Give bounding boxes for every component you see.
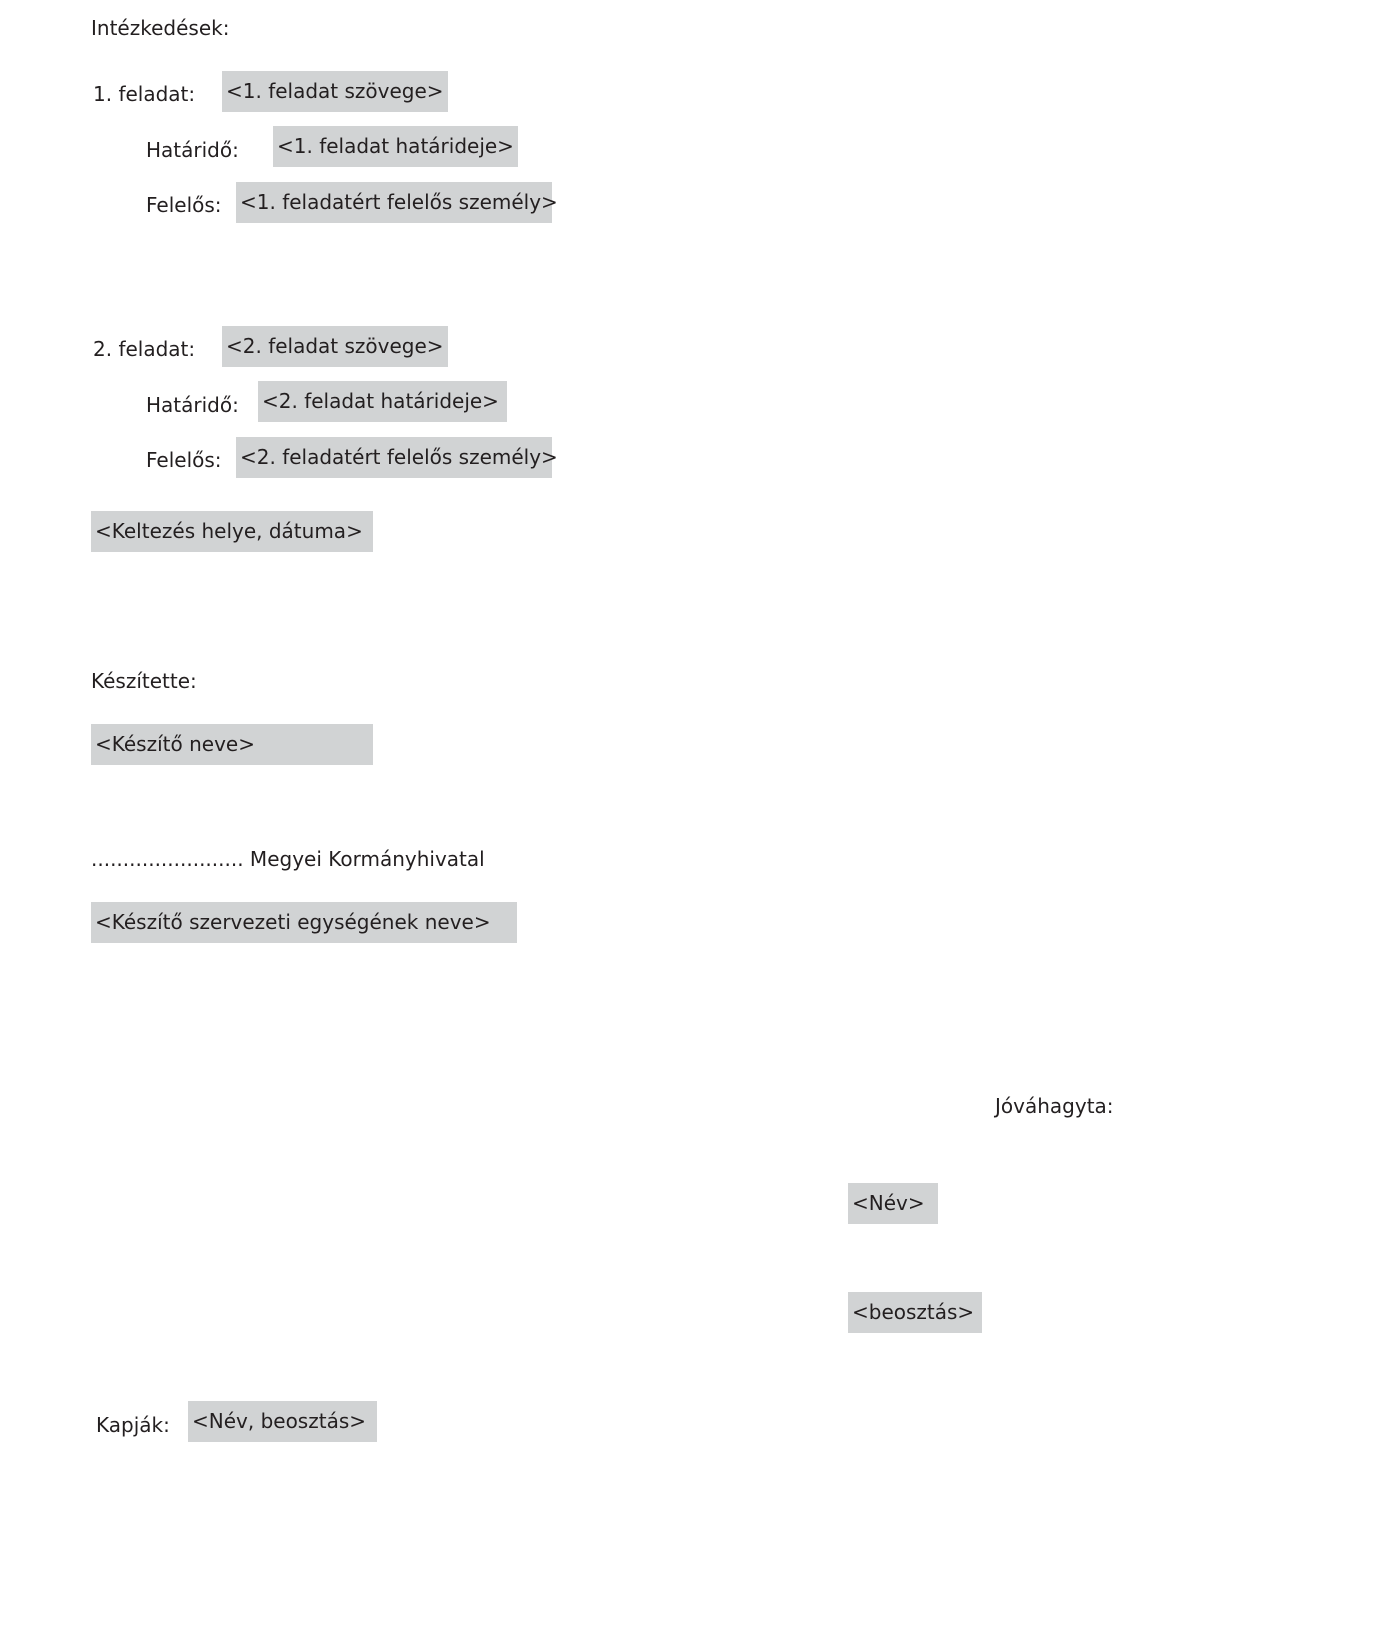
task-2-responsible-field[interactable]: <2. feladatért felelős személy> (236, 437, 558, 478)
task-2-label: 2. feladat: (93, 337, 196, 361)
prepared-by-label: Készítette: (91, 669, 197, 693)
task-2-deadline-label: Határidő: (146, 393, 239, 417)
task-1-deadline-label: Határidő: (146, 138, 239, 162)
preparer-unit-field[interactable]: <Készítő szervezeti egységének neve> (91, 902, 517, 943)
date-place-field[interactable]: <Keltezés helye, dátuma> (91, 511, 373, 552)
approver-name-field[interactable]: <Név> (848, 1183, 938, 1224)
task-1-deadline-field[interactable]: <1. feladat határideje> (273, 126, 518, 167)
recipients-label: Kapják: (96, 1413, 170, 1437)
task-1-text-field[interactable]: <1. feladat szövege> (222, 71, 448, 112)
heading: Intézkedések: (91, 16, 230, 40)
task-1-responsible-field[interactable]: <1. feladatért felelős személy> (236, 182, 558, 223)
task-1-label: 1. feladat: (93, 82, 196, 106)
task-2-responsible-label: Felelős: (146, 448, 222, 472)
approved-by-label: Jóváhagyta: (995, 1094, 1114, 1118)
task-2-deadline-field[interactable]: <2. feladat határideje> (258, 381, 507, 422)
preparer-name-field[interactable]: <Készítő neve> (91, 724, 373, 765)
task-1-responsible-label: Felelős: (146, 193, 222, 217)
approver-position-field[interactable]: <beosztás> (848, 1292, 982, 1333)
task-2-text-field[interactable]: <2. feladat szövege> (222, 326, 448, 367)
office-name: ........................ Megyei Kormányh… (91, 847, 485, 871)
recipients-field[interactable]: <Név, beosztás> (188, 1401, 377, 1442)
